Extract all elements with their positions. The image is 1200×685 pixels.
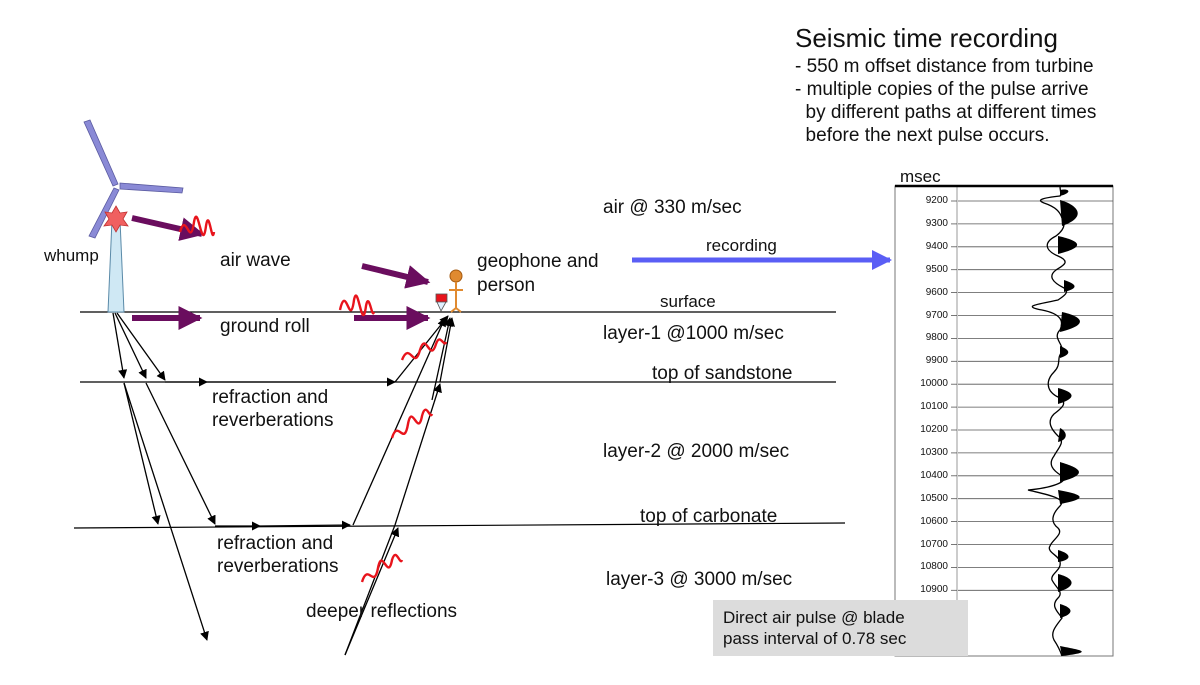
notes-list: - 550 m offset distance from turbine - m…	[795, 55, 1096, 147]
ray-paths	[112, 312, 455, 656]
ground-roll-label: ground roll	[220, 316, 310, 337]
red-wavelets	[178, 215, 448, 583]
turbine-tower	[107, 219, 125, 313]
geophone-person	[435, 269, 463, 313]
refraction1-label-a: refraction and	[212, 387, 329, 408]
air-wavelet	[178, 215, 216, 237]
deeper-reflections-label: deeper reflections	[306, 601, 458, 622]
top-carbonate-label: top of carbonate	[640, 506, 778, 527]
note-3: by different paths at different times	[795, 102, 1097, 123]
turbine-hub	[103, 205, 129, 233]
trace-tick-label: 10100	[920, 401, 948, 413]
trace-grid	[951, 200, 1113, 591]
layer1-label: layer-1 @1000 m/sec	[603, 323, 784, 344]
top-sandstone-label: top of sandstone	[652, 363, 793, 384]
note-2: - multiple copies of the pulse arrive	[795, 79, 1089, 100]
callout-line-1: Direct air pulse @ blade	[723, 608, 905, 627]
recording-label: recording	[706, 236, 777, 255]
person-head	[449, 269, 463, 283]
air-arrow-to-geophone	[361, 263, 431, 289]
trace-tick-label: 10000	[920, 378, 948, 390]
trace-tick-label: 10400	[920, 469, 948, 481]
carbonate-line	[73, 522, 846, 529]
turbine-blade-right	[119, 182, 184, 194]
trace-tick-label: 9600	[925, 286, 948, 298]
air-wave-label: air wave	[220, 250, 291, 271]
trace-tick-label: 9400	[925, 240, 948, 252]
deep-wavelet	[360, 553, 404, 583]
geophone-box	[435, 293, 448, 303]
trace-tick-label: 9500	[925, 263, 948, 275]
note-4: before the next pulse occurs.	[795, 125, 1050, 146]
refraction2-label-b: reverberations	[217, 556, 339, 577]
trace-tick-label: 10500	[920, 492, 948, 504]
trace-unit-label: msec	[900, 167, 941, 186]
trace-tick-label: 10900	[920, 584, 948, 596]
refraction1-label-b: reverberations	[212, 410, 334, 431]
air-pulse-callout: Direct air pulse @ blade pass interval o…	[713, 600, 968, 656]
trace-waveform	[1027, 185, 1068, 657]
callout-line-2: pass interval of 0.78 sec	[723, 629, 907, 648]
geophone-label-1: geophone and	[477, 251, 599, 272]
trace-tick-label: 9900	[925, 355, 948, 367]
trace-frame	[894, 185, 1114, 657]
trace-tick-label: 10800	[920, 561, 948, 573]
air-speed-label: air @ 330 m/sec	[603, 197, 742, 218]
refraction2-label-a: refraction and	[217, 533, 334, 554]
trace-tick-label: 9800	[925, 332, 948, 344]
refraction-wavelet	[400, 338, 448, 361]
seismic-trace-panel	[894, 184, 1114, 657]
trace-tick-label: 10700	[920, 538, 948, 550]
carbonate-wavelet	[390, 408, 434, 439]
trace-fills	[1058, 189, 1082, 656]
trace-tick-label: 10300	[920, 446, 948, 458]
trace-tick-label: 9200	[925, 195, 948, 206]
note-1: - 550 m offset distance from turbine	[795, 56, 1094, 77]
trace-tick-label: 9700	[925, 309, 948, 321]
trace-tick-label: 10600	[920, 515, 948, 527]
turbine-blade-bottom	[88, 187, 120, 239]
surface-label: surface	[660, 292, 716, 311]
ground-wavelet	[338, 294, 376, 317]
trace-tick-label: 9300	[925, 217, 948, 229]
layer2-label: layer-2 @ 2000 m/sec	[603, 441, 790, 462]
turbine-blade-top	[83, 119, 119, 187]
geophone-spike	[436, 301, 447, 312]
page-title: Seismic time recording	[795, 23, 1058, 53]
trace-tick-label: 10200	[920, 424, 948, 435]
wind-turbine	[83, 119, 184, 313]
whump-label: whump	[44, 246, 99, 265]
layer3-label: layer-3 @ 3000 m/sec	[606, 569, 793, 590]
geophone-label-2: person	[477, 275, 536, 296]
